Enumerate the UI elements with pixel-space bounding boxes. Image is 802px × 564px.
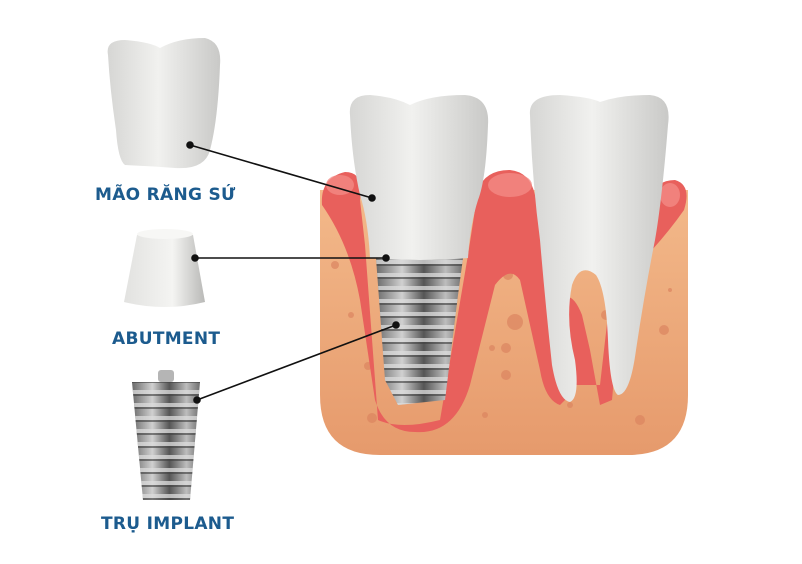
crown-part — [107, 38, 221, 169]
natural-tooth — [529, 95, 669, 402]
crown-in-jaw — [349, 95, 489, 260]
label-implant: TRỤ IMPLANT — [101, 514, 234, 534]
label-crown: MÃO RĂNG SỨ — [95, 182, 236, 205]
leader-lines — [186, 141, 400, 404]
abutment-part — [124, 230, 205, 307]
bone-dots — [331, 261, 672, 425]
implant-part — [132, 370, 200, 500]
label-abutment: ABUTMENT — [112, 329, 220, 349]
